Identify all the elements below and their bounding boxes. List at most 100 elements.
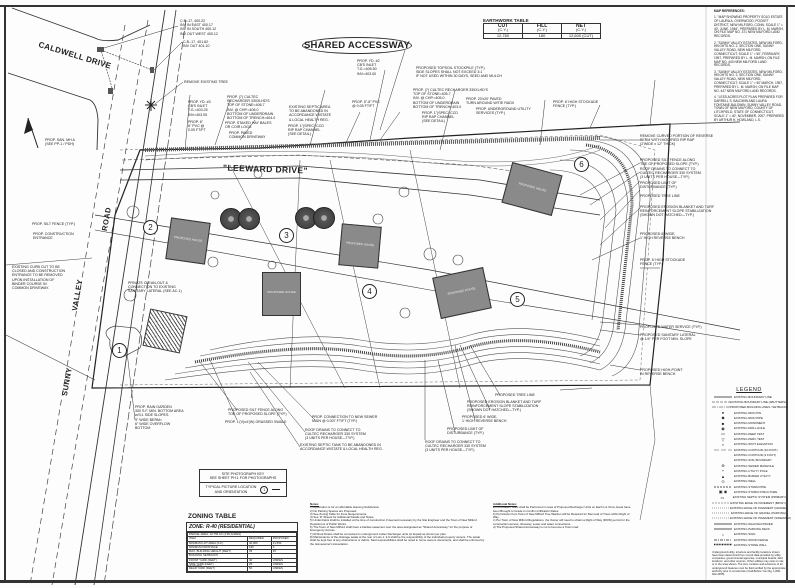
setback-line-icon: [712, 406, 730, 408]
callout-grassed-swale: PROP. 1'(V)x4'(W) GRASSED SWALE: [225, 420, 287, 424]
map-reference-item: 4. "LESS ACRES PLOT PLAN PREPARED FOR DA…: [714, 94, 784, 122]
legend-item: ▲EXISTING BURIED UTILITY: [712, 473, 786, 479]
zoning-table: ZONE: R-40 (RESIDENTIAL) PARCEL AREA: 10…: [186, 522, 298, 573]
legend-item: EXISTING BOUNDARY LINE (ABUTTERS): [712, 399, 786, 404]
earthwork-fill-value: 180: [522, 32, 562, 40]
sheet-border-bottom: [0, 580, 795, 583]
legend-item: ●EXISTING IRON PIN: [712, 410, 786, 415]
parking-edge-icon: [712, 512, 731, 514]
callout-silt-fence-right: PROPOSED SILT FENCE ALONG TOE OF PROPOSE…: [640, 158, 699, 167]
iron-pipe-icon: ◆: [721, 415, 725, 421]
callout-tree-line-bottom: PROPOSED TREE LINE: [495, 393, 535, 397]
buried-utility-icon: ▲: [721, 473, 725, 479]
legend-item: ⊕EXISTING SEWER MANHOLE: [712, 463, 786, 468]
earthwork-col-net: NET: [576, 23, 586, 29]
callout-catch-basin-mid: C.B.-17, 401.62 INV OUT 401.10: [183, 40, 210, 49]
additional-note-item: b) Permission from Town of New Milford T…: [493, 511, 630, 520]
callout-construction-entrance: PROP. CONSTRUCTION ENTRANCE: [33, 232, 74, 241]
zoning-col-proposed: PROPOSED: [270, 536, 298, 542]
note-item: 2) No Parking Spaces are Proposed.: [310, 508, 358, 513]
earthwork-unit: (C.Y.): [576, 27, 586, 33]
callout-cultec-left: PROP. (7) CULTEC RECHARGER 330XLHD'S TOP…: [227, 95, 276, 121]
utility-pole-icon: ⌐: [721, 468, 725, 474]
note-item: 5) Underdrains shall be installed at the…: [310, 518, 477, 526]
existing-house-to-remain: [142, 308, 188, 354]
map-reference-item: 2. "SUNNY VALLEY ESTATES, NEW MILFORD, H…: [714, 40, 783, 68]
callout-catch-basin-top: C.B.-17, 400.22 INV IN EAST 400.17 INV I…: [180, 19, 218, 36]
legend-item: EXISTING EDGE OF PAVEMENT (BIKWY): [712, 500, 786, 505]
callout-silt-fence-bottom: PROPOSED SILT FENCE ALONG TOE OF PROPOSE…: [228, 408, 287, 417]
cultec-recharger-disc: [238, 208, 260, 230]
legend-item: EXISTING CONTOUR (2 FOOT): [734, 452, 777, 457]
sheet-border-top: [0, 5, 795, 7]
callout-topsoil-stockpile: PROPOSED TOPSOIL STOCKPILE (TYP.) SIDE S…: [416, 66, 502, 79]
drill-hole-icon: ◉: [721, 425, 725, 431]
legend-item: EXISTING EDGE OF GRAVEL (PARKING): [712, 511, 786, 516]
zoning-cell: VARIES: [270, 566, 298, 572]
additional-notes: Additional Notes: a) Percolation Tests s…: [493, 502, 633, 529]
lot-number-3: 3: [279, 228, 294, 243]
photo-key-title: SITE PHOTOGRAPH KEY: [221, 472, 265, 476]
storm-structure-icon: ▣ ◉: [718, 489, 728, 495]
boundary-line-icon: [712, 396, 734, 398]
sheet-border-left: [4, 5, 6, 582]
earthwork-cut-value: 12,760: [483, 32, 523, 40]
earthwork-net-value: 12,600 (CUT): [561, 32, 601, 40]
wood-fence-icon: [712, 539, 734, 541]
callout-private-cleanout: PRIVATE CLEAN-OUT & CONNECTION TO EXISTI…: [128, 281, 182, 294]
shared-accessway-callout: SHARED ACCESSWAY: [302, 37, 412, 54]
legend-item: EXISTING CONTOUR (10 FOOT): [712, 447, 786, 452]
map-references: MAP REFERENCES: 1. "MAP SHOWING PROPERTY…: [714, 9, 784, 125]
additional-note-item: a) Percolation Tests shall be Performed …: [493, 505, 631, 513]
note-item: 1) Application is for an affordable Hous…: [310, 505, 380, 510]
sewer-manhole-icon: ⊕: [721, 463, 725, 468]
zoning-cell: BUILDING SETBACKS: [186, 553, 249, 559]
contour-10ft-icon: [712, 449, 734, 451]
callout-high-point: PROPOSED HIGH-POINT IN REVERSE BENCH: [640, 368, 683, 377]
proposed-house-lot-3: PROPOSED HOUSE: [262, 272, 301, 316]
general-notes: Notes: 1) Application is for an affordab…: [310, 502, 485, 546]
map-references-title: MAP REFERENCES:: [714, 9, 745, 13]
lot-number-5: 5: [510, 292, 525, 307]
photo-key-typical: TYPICAL PICTURE LOCATION AND ORIENTATION: [205, 485, 257, 494]
storm-pipe-icon: [712, 486, 734, 488]
callout-pvc-pipe-left: PROP. 6" 6" PVC @ 0.05 FT/FT: [188, 120, 206, 133]
proposed-house-lot-4: PROPOSED HOUSE: [338, 223, 382, 269]
legend-item: ×EXISTING SPOT ELEVATION: [712, 442, 786, 447]
callout-erosion-blanket-right: PROPOSED EROSION BLANKET AND TURF REINFO…: [640, 205, 715, 218]
legend-item: ⊙EXISTING WELL: [712, 479, 786, 484]
earthwork-table: EARTHWORK TABLE CUT(C.Y.) FILL(C.Y.) NET…: [483, 18, 601, 40]
legend-item: PROPOSED BUILDING LINES / SETBACKS: [712, 405, 788, 410]
callout-remove-tree: REMOVE EXISTING TREE: [184, 80, 228, 84]
legend-item: EXISTING SOIL BOUNDARY: [734, 458, 772, 463]
legend-item: ■EXISTING MONUMENT: [712, 420, 786, 426]
callout-cultec-right: PROP. (7) CULTEC RECHARGER 330XLHD'S TOP…: [413, 88, 488, 109]
callout-utility-services: PROP. UNDERGROUND UTILITY SERVICES (TYP.…: [476, 107, 531, 116]
lot-number-1: 1: [112, 343, 127, 358]
callout-septic-abandon: EXISTING SEPTIC AREA TO BE ABANDONED IN …: [289, 105, 331, 122]
legend: LEGEND EXISTING BOUNDARY LINE EXISTING B…: [712, 387, 791, 576]
callout-roof-drains-left: ROOF DRAINS TO CONNECT TO CULTEC RECHARG…: [305, 428, 366, 441]
callout-tree-line-right: PROPOSED TREE LINE: [640, 194, 680, 198]
lot-number-6: 6: [574, 157, 589, 172]
deep-test-icon: ▭: [721, 431, 725, 437]
zoning-cell: 50: [247, 566, 272, 572]
callout-sewer-connection: PROP. CONNECTION TO NEW SEWER MAIN @ 0.0…: [312, 415, 378, 424]
legend-title: LEGEND: [736, 387, 762, 393]
well-icon: ⊙: [721, 478, 725, 484]
callout-riprap-left: PROP. 1"(SPEC) CCD RIP RAP CHANNEL (SEE …: [288, 124, 324, 137]
earthwork-col-fill: FILL: [536, 23, 548, 29]
additional-notes-title: Additional Notes:: [493, 502, 517, 506]
sidewalk-edge-icon: [712, 517, 730, 519]
monument-icon: ■: [721, 420, 725, 426]
photo-key-subtitle: SEE SHEET PH.1 FOR PHOTOGRAPHS: [209, 476, 277, 481]
callout-remove-curved-berm: REMOVE CURVED PORTION OF REVERSE BERM WI…: [640, 134, 714, 147]
legend-item: EXISTING WALKWAY/PAVER: [712, 521, 786, 526]
note-item: 4) See 'D' Sheets for Additional Details…: [310, 515, 375, 520]
note-item: 8) Maintenance of the drainage swale at …: [310, 534, 485, 546]
earthwork-unit: (C.Y.): [498, 27, 508, 33]
callout-water-service: PROPOSED WATER SERVICE (TYP.): [640, 325, 702, 329]
legend-item: •EXISTING SIGN: [712, 532, 786, 537]
